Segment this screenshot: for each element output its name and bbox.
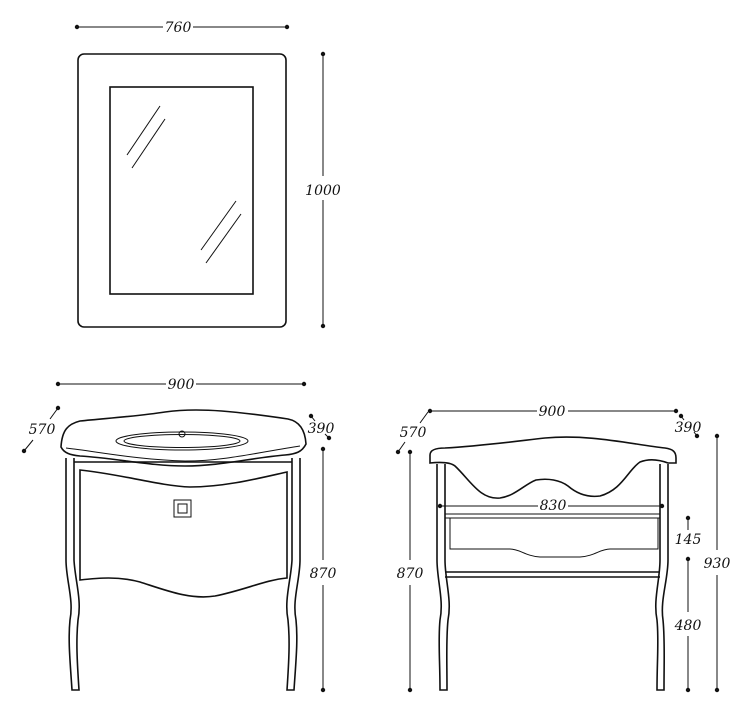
- mirror-width-label: 760: [165, 20, 192, 36]
- front-depth-right-label: 390: [308, 421, 335, 437]
- mirror-height-label: 1000: [305, 183, 341, 199]
- side-width-dimension: 900: [427, 404, 679, 420]
- glass-reflection-icon: [126, 105, 242, 264]
- front-depth-right-dimension: 390: [308, 413, 335, 441]
- side-leg-height-label: 870: [397, 566, 424, 582]
- front-height-label: 870: [310, 566, 337, 582]
- front-depth-left-label: 570: [29, 422, 56, 438]
- faucet-hole-icon: [178, 430, 186, 438]
- front-height-dimension: 870: [310, 446, 337, 693]
- side-vanity: [429, 436, 677, 691]
- side-depth-right-label: 390: [675, 420, 702, 436]
- hatched-section: [449, 517, 659, 558]
- side-inner-width-label: 830: [540, 498, 567, 514]
- side-depth-left-dimension: 570: [395, 411, 429, 455]
- right-leg: [285, 458, 301, 691]
- side-shelf-gap-label: 145: [675, 532, 702, 548]
- side-total-height-dimension: 930: [704, 433, 731, 693]
- mirror-height-dimension: 1000: [305, 51, 341, 329]
- drawer-front: [79, 469, 288, 598]
- side-right-leg: [654, 464, 669, 691]
- mirror-frame: [77, 53, 287, 328]
- mirror-width-dimension: 760: [74, 20, 290, 36]
- side-leg-height-dimension: 870: [397, 449, 424, 693]
- side-shelf-height-label: 480: [674, 618, 702, 634]
- mirror: [77, 53, 287, 328]
- side-shelf-dimensions: 145 480: [674, 515, 702, 693]
- mirror-glass: [109, 86, 254, 295]
- drawer-handle-icon: [173, 499, 192, 518]
- side-width-label: 900: [539, 404, 566, 420]
- side-total-height-label: 930: [704, 556, 731, 572]
- front-depth-left-dimension: 570: [21, 405, 61, 454]
- left-leg: [65, 458, 81, 691]
- basin-top: [60, 409, 307, 467]
- front-vanity: [60, 409, 307, 691]
- side-inner-width-dimension: 830: [437, 498, 665, 514]
- sink-bowl: [115, 431, 249, 451]
- side-top-profile: [429, 436, 677, 499]
- front-width-label: 900: [168, 377, 195, 393]
- side-left-leg: [436, 464, 451, 691]
- side-depth-left-label: 570: [400, 425, 427, 441]
- side-depth-right-dimension: 390: [675, 413, 702, 439]
- front-width-dimension: 900: [55, 377, 307, 393]
